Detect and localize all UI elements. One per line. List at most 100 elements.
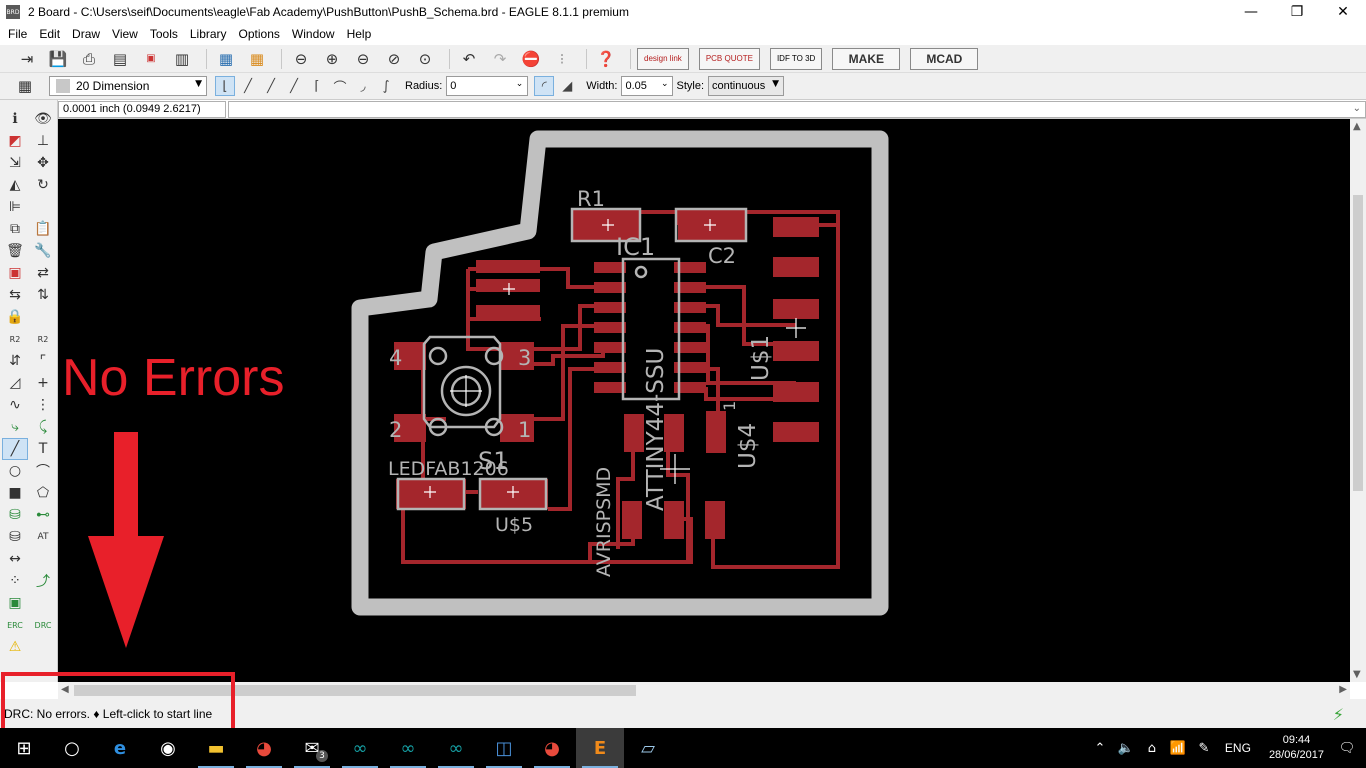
width-input[interactable]: 0.05 ⌄	[621, 76, 674, 96]
stop-icon[interactable]: ⛔	[521, 49, 541, 68]
swap-icon[interactable]: ⇆	[9, 287, 21, 303]
print-icon[interactable]: ⎙	[82, 49, 95, 68]
wifi-icon[interactable]: 📶	[1169, 740, 1187, 756]
edge-icon[interactable]: e	[113, 737, 127, 759]
idf-to-3d-button[interactable]: IDF TO 3D	[769, 47, 823, 70]
ulp-icon[interactable]: ▦	[249, 49, 265, 68]
name-icon[interactable]: R2	[9, 334, 21, 344]
arduino-icon-2[interactable]: ∞	[384, 728, 432, 768]
horizontal-scroll-thumb[interactable]	[74, 685, 636, 696]
style-select[interactable]: continuous ▼	[708, 76, 784, 96]
ratsnest-icon[interactable]: ⁘	[9, 573, 21, 589]
open-icon[interactable]: ⇥	[20, 49, 34, 68]
notifications-icon[interactable]: 🗨	[1338, 740, 1356, 756]
mcad-button[interactable]: MCAD	[910, 47, 979, 70]
grid-icon[interactable]: ▦	[17, 77, 33, 95]
board-canvas[interactable]: R1 C2 IC1 ATTINY44-SSU U$1 U$4 1 S1 4 3 …	[58, 119, 1350, 682]
show-icon[interactable]: 👁	[34, 111, 52, 127]
go-icon[interactable]: ⁝	[559, 49, 565, 68]
scroll-down-icon[interactable]: ▼	[1353, 669, 1361, 680]
display-layers-icon[interactable]: ◩	[8, 133, 22, 149]
text-icon[interactable]: T	[38, 441, 48, 457]
arc-icon[interactable]: ⌒	[36, 464, 50, 480]
ripup-route-icon[interactable]: ⤹	[38, 419, 48, 435]
smash-icon[interactable]: ⇵	[9, 353, 21, 369]
vertical-scrollbar[interactable]: ▲ ▼	[1350, 119, 1366, 682]
chevron-up-icon[interactable]: ⌃	[1094, 740, 1106, 756]
menu-draw[interactable]: Draw	[72, 27, 101, 41]
wire-bend-2-icon[interactable]: ╱	[267, 78, 275, 94]
design-link-button[interactable]: design link	[637, 47, 689, 70]
zoom-in-icon[interactable]: ⊕	[325, 49, 339, 68]
zoom-last-icon[interactable]: ⊘	[387, 49, 401, 68]
signal-icon[interactable]: ⊷	[36, 507, 50, 523]
network-icon[interactable]: ⌂	[1147, 740, 1157, 756]
rect-icon[interactable]: ■	[8, 485, 22, 501]
cam-icon[interactable]: ▤	[112, 49, 128, 68]
miter-icon[interactable]: ⌜	[39, 353, 47, 369]
language-indicator[interactable]: ENG	[1224, 741, 1251, 755]
wire-bend-6-icon[interactable]: ◞	[360, 78, 366, 94]
circle-icon[interactable]: ○	[8, 463, 22, 479]
zoom-out-icon[interactable]: ⊖	[356, 49, 370, 68]
mark-icon[interactable]: ⊥	[36, 133, 50, 149]
bom-icon[interactable]: ▥	[174, 49, 190, 68]
horizontal-scrollbar[interactable]: ◀ ▶	[58, 682, 1350, 699]
chevron-down-icon[interactable]: ⌄	[1352, 102, 1361, 114]
line-icon[interactable]: ╱	[2, 438, 28, 460]
ripup-icon[interactable]: ⋮	[36, 397, 50, 413]
miter-round-icon[interactable]: ◜	[534, 76, 555, 96]
arduino-icon-3[interactable]: ∞	[432, 728, 480, 768]
groove-icon[interactable]: ◉	[160, 737, 176, 759]
clock[interactable]: 09:44 28/06/2017	[1269, 733, 1324, 763]
menu-edit[interactable]: Edit	[39, 27, 61, 41]
menu-file[interactable]: File	[8, 27, 28, 41]
wire-bend-7-icon[interactable]: ∫	[382, 78, 390, 94]
hole-icon[interactable]: ⛁	[9, 529, 21, 545]
maximize-button[interactable]: ❐	[1290, 4, 1304, 20]
cortana-icon[interactable]: ○	[64, 737, 80, 759]
go-arrow-icon[interactable]: ⚡	[1332, 705, 1344, 724]
app-window-icon[interactable]: ◫	[480, 728, 528, 768]
sch-brd-switch-icon[interactable]: ▣	[146, 53, 156, 64]
gate-swap-icon[interactable]: ⇅	[37, 287, 49, 303]
save-icon[interactable]: 💾	[48, 49, 68, 68]
optimize-icon[interactable]: +	[37, 375, 49, 391]
wire-bend-3-icon[interactable]: ╱	[290, 78, 298, 94]
drc-icon[interactable]: DRC	[34, 620, 52, 630]
menu-library[interactable]: Library	[189, 27, 227, 41]
polygon-icon[interactable]: ⬠	[36, 485, 50, 501]
scroll-left-icon[interactable]: ◀	[61, 684, 69, 695]
miter-straight-icon[interactable]: ◢	[562, 78, 573, 94]
module-icon[interactable]: ▣	[8, 595, 22, 611]
menu-window[interactable]: Window	[291, 27, 335, 41]
copy-icon[interactable]: ⧉	[10, 221, 20, 237]
menu-options[interactable]: Options	[238, 27, 280, 41]
info-icon[interactable]: ℹ	[12, 111, 18, 127]
delete-icon[interactable]: 🗑	[6, 243, 24, 259]
file-explorer-icon[interactable]: ▬	[192, 728, 240, 768]
route-icon[interactable]: ⤷	[11, 419, 19, 435]
wrench-icon[interactable]: 🔧	[34, 243, 52, 259]
pen-icon[interactable]: ✎	[1198, 740, 1210, 756]
rotate-icon[interactable]: ↻	[37, 177, 49, 193]
value-icon[interactable]: R2	[37, 334, 49, 344]
errors-icon[interactable]: ⚠	[8, 639, 22, 655]
scroll-up-icon[interactable]: ▲	[1353, 121, 1361, 132]
command-input[interactable]: ⌄	[228, 100, 1366, 118]
wire-bend-4-icon[interactable]: ⌈	[314, 78, 320, 94]
attribute-icon[interactable]: AT	[37, 532, 49, 542]
menu-tools[interactable]: Tools	[149, 27, 178, 41]
move-cross-icon[interactable]: ✥	[37, 155, 49, 171]
via-icon[interactable]: ⛁	[9, 507, 21, 523]
paste-icon[interactable]: 📋	[34, 221, 52, 237]
make-button[interactable]: MAKE	[832, 47, 901, 70]
radius-input[interactable]: 0 ⌄	[446, 76, 529, 96]
undo-icon[interactable]: ↶	[462, 49, 476, 68]
wire-bend-5-icon[interactable]: ⌒	[333, 80, 347, 96]
replace-icon[interactable]: ⇄	[37, 265, 49, 281]
chrome-icon-2[interactable]: ◕	[528, 728, 576, 768]
menu-view[interactable]: View	[112, 27, 138, 41]
layer-select[interactable]: 20 Dimension ▼	[49, 76, 207, 96]
lock-icon[interactable]: 🔒	[6, 309, 24, 325]
